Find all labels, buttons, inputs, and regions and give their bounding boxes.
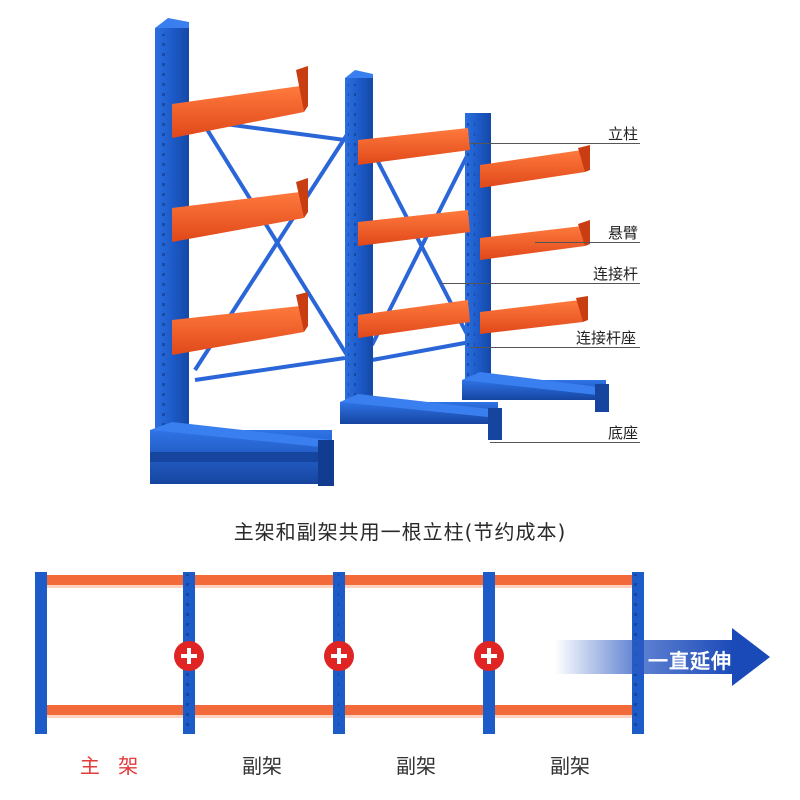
column-front xyxy=(150,18,334,486)
arm-label-line xyxy=(535,242,640,243)
rack-3d-illustration xyxy=(150,18,609,486)
brace-seat-label: 连接杆座 xyxy=(576,329,637,347)
rack-flat-diagram xyxy=(35,572,770,734)
brace-seat-label-line xyxy=(470,347,640,348)
sub-frame-label-3: 副架 xyxy=(550,754,590,778)
column-label-line xyxy=(470,143,640,144)
arms-rear xyxy=(480,145,590,334)
headline: 主架和副架共用一根立柱(节约成本) xyxy=(233,520,567,544)
arm-label: 悬臂 xyxy=(608,224,639,242)
column-label: 立柱 xyxy=(608,125,639,143)
column-rear xyxy=(462,113,609,412)
base-label-line xyxy=(490,442,640,443)
arms-middle xyxy=(358,128,470,338)
plus-icon xyxy=(474,641,504,671)
brace-label: 连接杆 xyxy=(593,265,639,283)
plus-icon xyxy=(324,641,354,671)
plus-icon xyxy=(174,641,204,671)
sub-frame-label-1: 副架 xyxy=(242,754,282,778)
right-arrow-icon xyxy=(555,628,770,686)
base-label: 底座 xyxy=(608,424,639,442)
arrow-label: 一直延伸 xyxy=(648,649,732,673)
brace-label-line xyxy=(440,283,640,284)
sub-frame-label-2: 副架 xyxy=(396,754,436,778)
arms-front xyxy=(172,66,308,355)
main-frame-label: 主 架 xyxy=(79,754,145,778)
